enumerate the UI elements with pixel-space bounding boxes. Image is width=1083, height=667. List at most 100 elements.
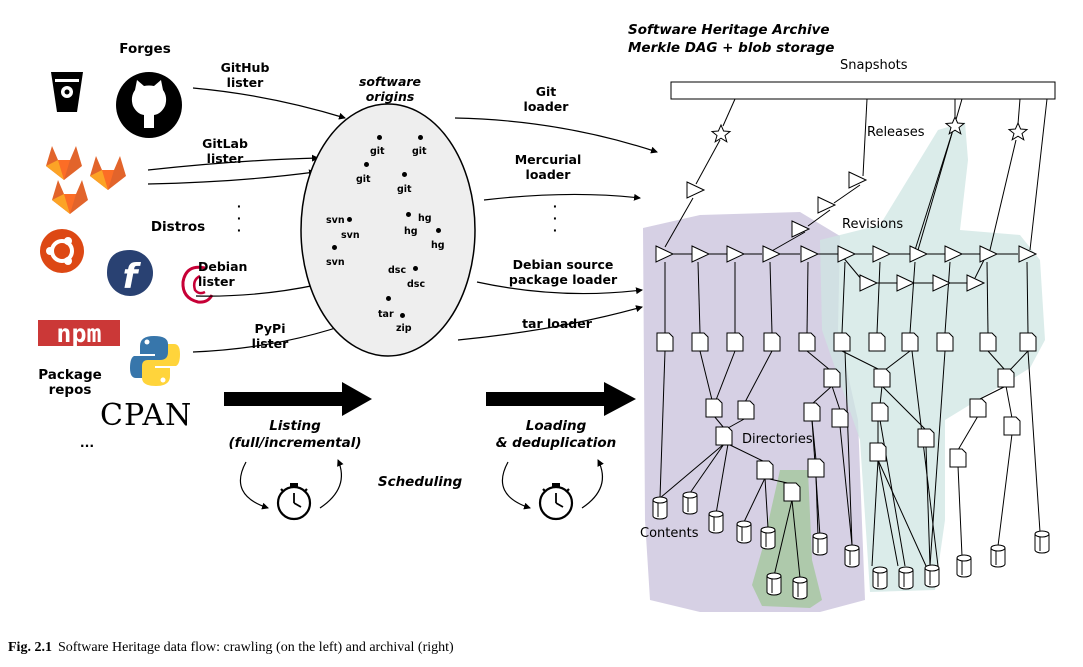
- stopwatch-icon: [276, 483, 312, 521]
- origin-dot: [418, 135, 423, 140]
- arrow-tar-loader: [457, 305, 643, 341]
- directory-icon: [831, 408, 849, 428]
- directory-icon: [868, 332, 886, 352]
- directory-icon: [979, 332, 997, 352]
- origin-label: hg: [418, 213, 432, 224]
- arrow-git-loader: [454, 117, 658, 154]
- directory-icon: [997, 368, 1015, 388]
- git-loader-label: Git loader: [523, 84, 569, 114]
- revision-triangle-icon: [691, 245, 711, 263]
- figure-caption-text: Software Heritage data flow: crawling (o…: [57, 640, 454, 655]
- directory-icon: [869, 442, 887, 462]
- debian-loader-label: Debian source package loader: [508, 257, 618, 287]
- revision-triangle-icon: [896, 274, 916, 292]
- pypi-lister-label: PyPi lister: [251, 321, 289, 351]
- directory-icon: [756, 460, 774, 480]
- revision-triangle-icon: [837, 245, 857, 263]
- arrow-debian-loader: [476, 281, 643, 295]
- revision-triangle-icon: [872, 245, 892, 263]
- revision-triangle-icon: [655, 245, 675, 263]
- release-star-icon: [1007, 121, 1029, 141]
- directory-icon: [949, 448, 967, 468]
- forges-label: Forges: [119, 41, 171, 57]
- github-icon: [116, 72, 182, 138]
- debian-icon: [181, 265, 214, 304]
- archive-subtitle: Merkle DAG + blob storage: [628, 40, 835, 56]
- origin-label: dsc: [388, 265, 407, 276]
- revision-triangle-icon: [800, 245, 820, 263]
- origin-dot: [400, 313, 405, 318]
- cpan-icon: CPAN: [100, 398, 191, 433]
- loading-phase-label: Loading & deduplication: [495, 418, 617, 451]
- origin-dot: [377, 135, 382, 140]
- revisions-label: Revisions: [842, 217, 904, 232]
- content-blob-icon: [844, 544, 860, 568]
- loader-arrows: [454, 117, 658, 341]
- arrow-github-lister: [192, 87, 346, 120]
- directory-icon: [763, 332, 781, 352]
- directory-icon: [823, 368, 841, 388]
- software-origins-title: software origins: [358, 74, 422, 104]
- listing-phase-arrow: [224, 382, 372, 416]
- release-star-icon: [944, 115, 966, 135]
- content-blob-icon: [956, 554, 972, 578]
- directory-icon: [936, 332, 954, 352]
- software-origins-ellipse: [300, 103, 476, 357]
- content-blob-icon: [760, 526, 776, 550]
- content-blob-icon: [792, 576, 808, 600]
- directory-icon: [871, 402, 889, 422]
- origin-label: svn: [341, 230, 360, 241]
- content-blob-icon: [766, 572, 782, 596]
- release-star-icon: [710, 123, 732, 143]
- origin-label: git: [370, 146, 385, 157]
- loading-phase-arrow: [486, 382, 636, 416]
- vertical-ellipsis-left: ···: [237, 198, 242, 238]
- vertical-ellipsis-right: ···: [553, 198, 558, 238]
- origin-dot: [347, 217, 352, 222]
- npm-icon: npm: [38, 319, 120, 348]
- arrow-gitlab-lister-1: [147, 154, 319, 171]
- origin-label: svn: [326, 215, 345, 226]
- snapshots-label: Snapshots: [840, 58, 908, 73]
- github-lister-label: GitHub lister: [220, 60, 270, 90]
- listing-phase-label: Listing (full/incremental): [228, 418, 362, 451]
- bitbucket-icon: [51, 72, 83, 112]
- gitlab-icon: [46, 146, 126, 214]
- stopwatch-icon: [538, 483, 574, 521]
- directories-label: Directories: [742, 432, 813, 447]
- origin-dot: [413, 266, 418, 271]
- revision-triangle-icon: [966, 274, 986, 292]
- more-sources-label: ...: [79, 435, 95, 450]
- content-blob-icon: [898, 566, 914, 590]
- origin-label: hg: [404, 226, 418, 237]
- content-blob-icon: [1034, 530, 1050, 554]
- origin-label: git: [397, 184, 412, 195]
- archive-title: Software Heritage Archive: [628, 22, 830, 38]
- revisions: [655, 171, 1038, 292]
- directory-icon: [1003, 416, 1021, 436]
- origin-label: git: [412, 146, 427, 157]
- origin-label: zip: [396, 323, 412, 334]
- origin-dot: [436, 228, 441, 233]
- directories: [656, 332, 1037, 502]
- content-blob-icon: [708, 510, 724, 534]
- content-blob-icon: [652, 496, 668, 520]
- listing-scheduler-cycle: [239, 459, 344, 521]
- releases-label: Releases: [867, 125, 925, 140]
- origin-label: git: [356, 174, 371, 185]
- arrow-mercurial-loader: [483, 193, 641, 201]
- revision-triangle-icon: [909, 245, 929, 263]
- arrow-gitlab-lister-2: [147, 169, 316, 185]
- snapshots-bar: [670, 81, 1056, 100]
- origin-dot: [402, 172, 407, 177]
- contents: [652, 491, 1050, 600]
- figure-caption: Fig. 2.1 Software Heritage data flow: cra…: [8, 640, 454, 656]
- content-blob-icon: [872, 566, 888, 590]
- directory-icon: [901, 332, 919, 352]
- content-blob-icon: [924, 564, 940, 588]
- teal-region: [820, 122, 1045, 592]
- directory-icon: [656, 332, 674, 352]
- figure-number: Fig. 2.1: [8, 640, 52, 655]
- directory-icon: [798, 332, 816, 352]
